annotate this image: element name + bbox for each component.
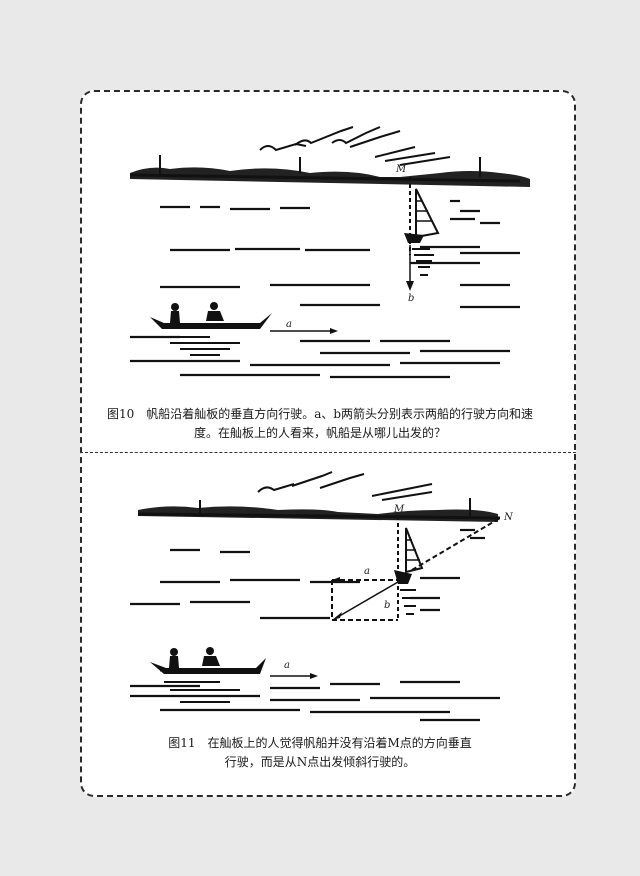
figure-11-caption-line2: 行驶，而是从N点出发倾斜行驶的。 bbox=[224, 755, 416, 769]
shoreline bbox=[129, 155, 530, 187]
figure-11-illustration: M N a b bbox=[130, 471, 514, 722]
label-M: M bbox=[393, 504, 405, 515]
figure-10-number: 图10 bbox=[106, 407, 135, 421]
label-a: a bbox=[286, 319, 292, 330]
figure-divider bbox=[80, 452, 576, 453]
label-a: a bbox=[284, 660, 290, 671]
clouds bbox=[257, 471, 433, 501]
clouds bbox=[259, 126, 451, 166]
sailboat bbox=[404, 177, 440, 291]
water-lines bbox=[130, 199, 520, 379]
rowboat bbox=[150, 302, 338, 356]
label-M: M bbox=[395, 164, 407, 175]
vector-diagram bbox=[331, 516, 501, 621]
figure-11-caption: 图11 在舢板上的人觉得帆船并没有沿着M点的方向垂直 行驶，而是从N点出发倾斜行驶… bbox=[150, 734, 490, 772]
water-lines bbox=[130, 528, 500, 722]
label-a-vector: a bbox=[364, 566, 370, 577]
figure-10-caption: 图10 帆船沿着舢板的垂直方向行驶。a、b两箭头分别表示两船的行驶方向和速 度。在… bbox=[100, 405, 540, 443]
label-N: N bbox=[503, 512, 514, 523]
figure-11-caption-line1: 在舢板上的人觉得帆船并没有沿着M点的方向垂直 bbox=[207, 736, 472, 750]
figure-10-caption-line1: 帆船沿着舢板的垂直方向行驶。a、b两箭头分别表示两船的行驶方向和速 bbox=[146, 407, 534, 421]
label-b: b bbox=[384, 600, 390, 611]
figure-11-number: 图11 bbox=[168, 736, 196, 750]
rowboat bbox=[150, 647, 318, 703]
figure-10-illustration: M b bbox=[129, 126, 530, 379]
shoreline bbox=[137, 498, 501, 522]
label-b: b bbox=[408, 293, 414, 304]
figure-10-caption-line2: 度。在舢板上的人看来，帆船是从哪儿出发的？ bbox=[193, 426, 446, 440]
sailboat bbox=[394, 527, 424, 615]
